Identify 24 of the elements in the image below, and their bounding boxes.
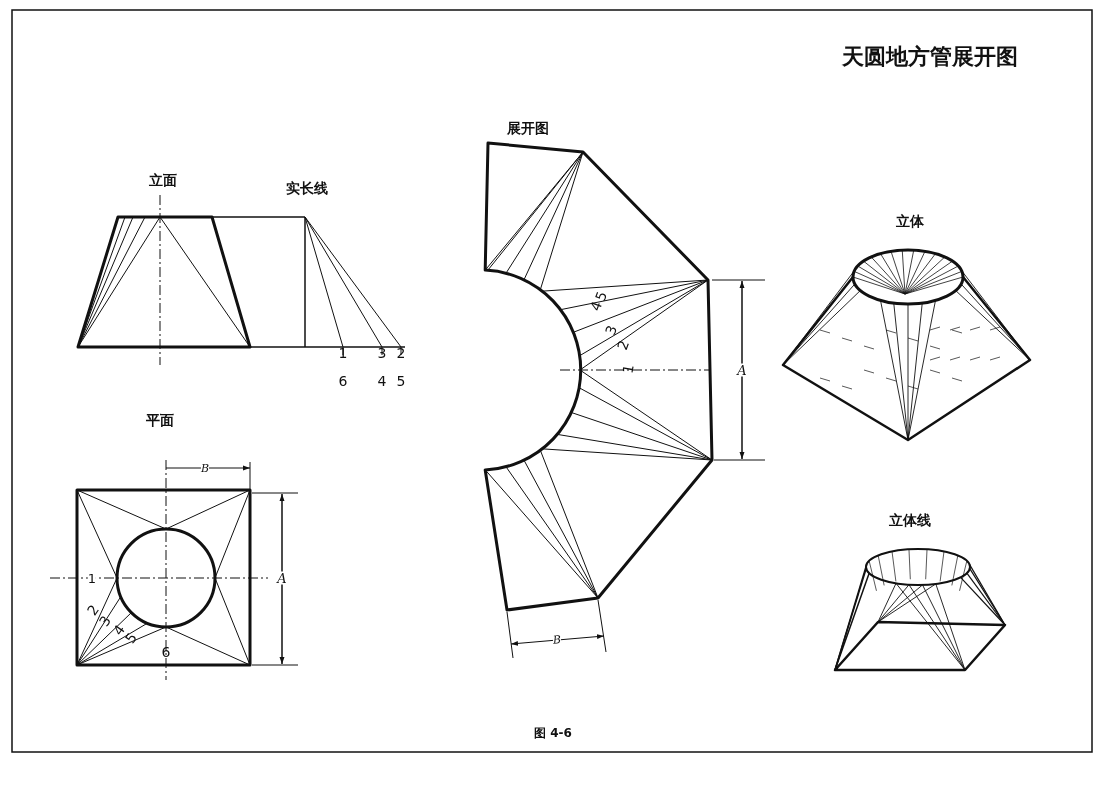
callout-number: 1 xyxy=(87,571,97,585)
callout-number: 6 xyxy=(338,374,348,388)
view-label: 平面 xyxy=(146,413,174,427)
callout-number: 5 xyxy=(396,374,406,388)
callout-number: 2 xyxy=(396,346,406,360)
callout-number: 6 xyxy=(161,645,171,659)
callout-number: 1 xyxy=(338,346,348,360)
callout-number: 5 xyxy=(592,289,610,303)
dimension-label: A xyxy=(277,571,287,585)
view-label: 立面 xyxy=(149,173,177,187)
view-label: 立体线 xyxy=(889,513,931,527)
callout-number: 3 xyxy=(602,323,620,337)
callout-number: 3 xyxy=(377,346,387,360)
view-label: 立体 xyxy=(896,214,924,228)
dimension-label: A xyxy=(737,363,747,377)
title: 天圆地方管展开图 xyxy=(842,46,1018,68)
callout-number: 4 xyxy=(377,374,387,388)
dimension-label: B xyxy=(200,462,210,474)
callout-number: 2 xyxy=(614,338,632,352)
view-label: 展开图 xyxy=(507,121,549,135)
view-label: 实长线 xyxy=(286,181,328,195)
dimension-label: B xyxy=(552,634,562,646)
caption: 图 4-6 xyxy=(534,727,572,739)
callout-number: 1 xyxy=(620,363,636,375)
